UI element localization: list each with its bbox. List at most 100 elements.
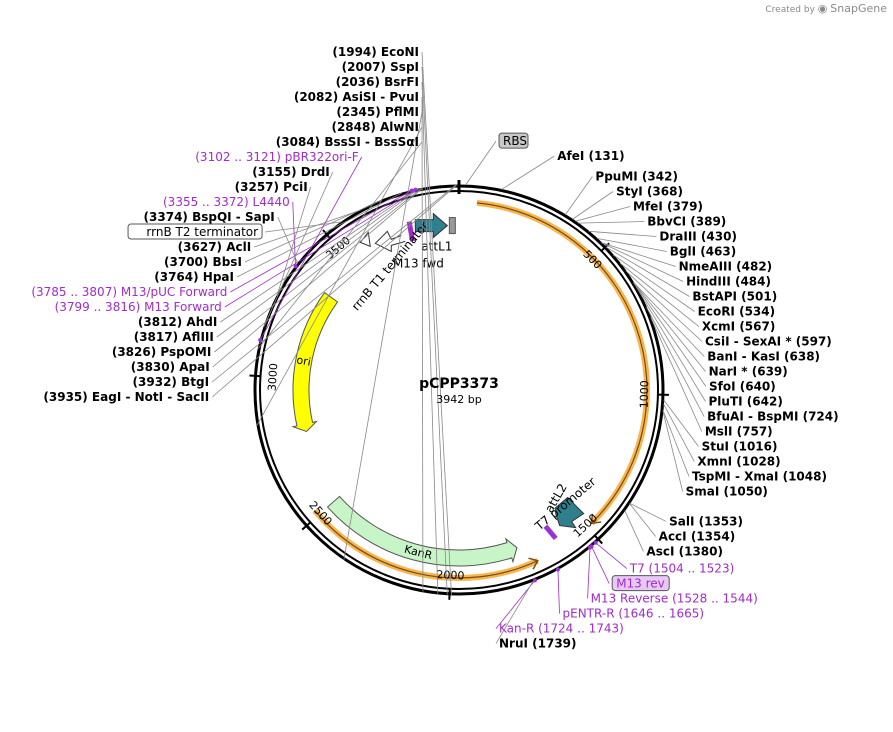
site-label-1994-econi[interactable]: (1994) EcoNI [332, 45, 419, 59]
site-label-kan-r-1724-1743[interactable]: Kan-R (1724 .. 1743) [499, 622, 624, 636]
leader-xcmi-567 [619, 262, 700, 327]
site-label-3257-pcii[interactable]: (3257) PciI [235, 180, 308, 194]
site-label-nari-639[interactable]: NarI * (639) [709, 365, 788, 379]
leader-ppumi-342 [564, 176, 593, 215]
label-box-rrnb-t2-terminator [127, 223, 263, 240]
site-label-3374-bspqi-sapi[interactable]: (3374) BspQI - SapI [144, 210, 275, 224]
site-label-m13-reverse-1528-1544[interactable]: M13 Reverse (1528 .. 1544) [591, 592, 758, 606]
leader-3155-drdi [263, 171, 334, 327]
primer-site-pentr-r-1646-1665 [555, 567, 560, 572]
site-label-3799-3816-m13-forward[interactable]: (3799 .. 3816) M13 Forward [55, 300, 222, 314]
plasmid-length: 3942 bp [436, 393, 481, 406]
site-label-acci-1354[interactable]: AccI (1354) [659, 529, 736, 543]
site-label-rrnb-t2-terminator[interactable]: rrnB T2 terminator [146, 225, 258, 239]
site-label-xmni-1028[interactable]: XmnI (1028) [697, 455, 780, 469]
site-label-3084-bsssi-bsss-i[interactable]: (3084) BssSI - BssSαI [276, 135, 419, 149]
site-label-msli-757[interactable]: MslI (757) [705, 425, 773, 439]
site-label-rbs[interactable]: RBS [503, 134, 527, 148]
feature-attl1-label: attL1 [421, 240, 452, 254]
site-label-3764-hpai[interactable]: (3764) HpaI [154, 270, 234, 284]
leader-bstapi-501 [605, 246, 690, 297]
site-label-xcmi-567[interactable]: XcmI (567) [702, 320, 776, 334]
leader-3812-ahdi [220, 189, 418, 323]
site-label-3627-acli[interactable]: (3627) AclI [178, 240, 252, 254]
label-box-rbs [498, 132, 529, 149]
site-label-afei-131[interactable]: AfeI (131) [557, 149, 624, 163]
site-label-asci-1380[interactable]: AscI (1380) [646, 544, 723, 558]
site-label-bstapi-501[interactable]: BstAPI (501) [692, 290, 777, 304]
site-label-smai-1050[interactable]: SmaI (1050) [686, 485, 768, 499]
site-label-3826-pspomi[interactable]: (3826) PspOMI [112, 345, 211, 359]
leader-3764-hpai [236, 192, 402, 278]
site-label-ecori-534[interactable]: EcoRI (534) [698, 305, 775, 319]
site-label-t7-1504-1523[interactable]: T7 (1504 .. 1523) [629, 562, 734, 576]
site-label-pentr-r-1646-1665[interactable]: pENTR-R (1646 .. 1665) [563, 607, 705, 621]
site-label-sali-1353[interactable]: SalI (1353) [669, 514, 743, 528]
site-label-csii-sexai-597[interactable]: CsiI - SexAI * (597) [705, 335, 832, 349]
site-label-styi-368[interactable]: StyI (368) [616, 185, 683, 199]
site-label-2848-alwni[interactable]: (2848) AlwNI [331, 120, 419, 134]
site-label-2345-pflmi[interactable]: (2345) PflMI [336, 105, 419, 119]
feature-rbs-box [448, 217, 456, 235]
site-label-3812-ahdi[interactable]: (3812) AhdI [138, 315, 217, 329]
site-label-draiii-430[interactable]: DraIII (430) [659, 230, 737, 244]
leader-1994-econi [421, 51, 452, 595]
feature-t7-mark [543, 524, 558, 541]
leader-rrnb-t2-terminator [265, 221, 342, 233]
leader-3932-btgi [211, 184, 456, 383]
leader-3785-3807-m13-puc-forward [230, 190, 412, 293]
site-label-3932-btgi[interactable]: (3932) BtgI [133, 375, 209, 389]
site-label-3355-3372-l4440[interactable]: (3355 .. 3372) L4440 [163, 195, 290, 209]
site-label-3785-3807-m13-puc-forward[interactable]: (3785 .. 3807) M13/pUC Forward [31, 285, 227, 299]
site-label-3700-bbsi[interactable]: (3700) BbsI [164, 255, 242, 269]
site-label-mfei-379[interactable]: MfeI (379) [633, 200, 703, 214]
orf-layer [312, 199, 650, 581]
site-label-nrui-1739[interactable]: NruI (1739) [499, 637, 577, 651]
feature-m13-fwd-label: M13 fwd [393, 256, 444, 270]
site-label-sfoi-640[interactable]: SfoI (640) [709, 380, 776, 394]
site-label-bgli-463[interactable]: BglI (463) [670, 245, 737, 259]
site-label-stui-1016[interactable]: StuI (1016) [702, 440, 778, 454]
site-label-bfuai-bspmi-724[interactable]: BfuAI - BspMI (724) [707, 410, 838, 424]
site-label-m13-rev[interactable]: M13 rev [616, 577, 665, 591]
site-label-2036-bsrfi[interactable]: (2036) BsrFI [336, 75, 419, 89]
leader-m13-reverse-1528-1544 [587, 547, 591, 599]
site-label-nmeaiii-482[interactable]: NmeAIII (482) [679, 260, 773, 274]
site-label-3830-apai[interactable]: (3830) ApaI [131, 360, 210, 374]
site-label-3102-3121-pbr322ori-f[interactable]: (3102 .. 3121) pBR322ori-F [195, 150, 359, 164]
tick-label-1000: 1000 [638, 380, 652, 408]
label-layer: RBS AfeI (131) PpuMI (342)StyI (368)MfeI (… [31, 45, 838, 651]
site-label-2082-asisi-pvui[interactable]: (2082) AsiSI - PvuI [294, 90, 419, 104]
leader-3102-3121-pbr322ori-f [259, 156, 363, 341]
leader-2036-bsrfi [421, 81, 439, 594]
site-label-pluti-642[interactable]: PluTI (642) [709, 395, 783, 409]
site-label-hindiii-484[interactable]: HindIII (484) [686, 275, 771, 289]
orf-arrowhead-1 [528, 557, 539, 570]
leader-pluti-642 [633, 283, 706, 402]
leader-afei-131 [501, 155, 555, 190]
site-label-ppumi-342[interactable]: PpuMI (342) [595, 170, 678, 184]
leader-tspmi-xmai-1048 [662, 410, 690, 477]
center-title: pCPP3373 3942 bp [419, 376, 499, 406]
tick-2000 [448, 588, 451, 600]
site-label-bani-kasi-638[interactable]: BanI - KasI (638) [707, 350, 820, 364]
brand-name: SnapGene [830, 2, 887, 15]
orf-arc-0 [476, 199, 650, 526]
leader-3830-apai [212, 187, 423, 368]
site-label-3155-drdi[interactable]: (3155) DrdI [252, 165, 329, 179]
plasmid-name: pCPP3373 [419, 376, 499, 392]
leader-draiii-430 [588, 230, 657, 237]
leader-smai-1050 [662, 410, 684, 492]
feature-ori-label: ori [295, 353, 311, 368]
snapgene-logo-icon: ◉ [817, 2, 828, 15]
site-label-3817-afliii[interactable]: (3817) AflIII [134, 330, 214, 344]
leader-hindiii-484 [601, 242, 684, 282]
site-label-tspmi-xmai-1048[interactable]: TspMI - XmaI (1048) [692, 470, 827, 484]
site-label-bbvci-389[interactable]: BbvCI (389) [647, 215, 726, 229]
feature-ori [291, 291, 339, 433]
leader-m13-rev [591, 546, 610, 584]
primer-site-m13-reverse-1528-1544 [588, 545, 593, 550]
site-label-2007-sspi[interactable]: (2007) SspI [342, 60, 419, 74]
site-label-3935-eagi-noti-sacii[interactable]: (3935) EagI - NotI - SacII [43, 390, 209, 404]
leader-msli-757 [650, 316, 703, 432]
